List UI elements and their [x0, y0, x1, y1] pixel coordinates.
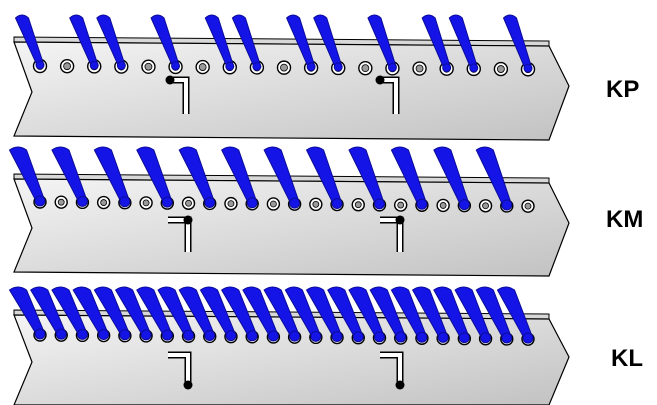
hole-core — [312, 200, 320, 208]
plate-kl — [13, 314, 570, 405]
pin-tip — [116, 61, 126, 71]
bracket-dot — [183, 215, 193, 225]
pin-tip — [204, 196, 216, 208]
hole-core — [269, 200, 277, 208]
pins-km — [8, 146, 513, 211]
pin-tip — [437, 331, 449, 343]
pin-tip — [55, 328, 67, 340]
pin-tip — [373, 331, 385, 343]
bracket — [380, 78, 398, 114]
pin-tip — [352, 331, 364, 343]
pin-tip — [119, 196, 131, 208]
pins-kl — [8, 286, 534, 344]
pin-tip — [267, 330, 279, 342]
pin-tip — [35, 60, 45, 70]
pin-tip — [331, 198, 343, 210]
pin-tip — [76, 195, 88, 207]
hole-core — [198, 63, 207, 71]
bracket-dot — [183, 380, 193, 390]
row-km — [8, 146, 570, 277]
pin-tip — [333, 62, 343, 72]
pin-tip — [119, 329, 131, 341]
pin-tip — [469, 63, 479, 73]
pin-tip — [34, 328, 46, 340]
hole-core — [63, 62, 72, 71]
hole-core — [100, 199, 108, 206]
pin-tip — [395, 331, 407, 343]
brackets-kp — [165, 75, 400, 114]
pin-tip — [387, 62, 397, 72]
hole-core — [496, 65, 505, 73]
row-kp — [13, 14, 570, 141]
pin-tip — [458, 332, 470, 344]
pin-tip — [98, 329, 110, 341]
pin-tip — [140, 329, 152, 341]
hole-core — [185, 199, 192, 207]
bracket-dot — [165, 75, 175, 85]
row-label-kp: KP — [606, 76, 640, 103]
pin-tip — [310, 330, 322, 342]
pin-tip — [501, 199, 513, 211]
row-label-km: KM — [606, 206, 644, 233]
hole-core — [227, 200, 235, 208]
pin-tip — [416, 198, 428, 210]
pin-tip — [522, 332, 534, 344]
bracket-dot — [395, 380, 405, 390]
bracket-dot — [375, 75, 385, 85]
pin-tip — [442, 63, 452, 73]
hole-core — [361, 64, 370, 73]
pin-tip — [331, 331, 343, 343]
pin-tip — [501, 332, 513, 344]
hole-core — [524, 202, 532, 210]
brackets-kl — [168, 351, 405, 390]
pin-tip — [89, 60, 99, 70]
pin-tip — [246, 330, 258, 342]
hole-core — [280, 63, 288, 72]
pin-tip — [183, 329, 195, 341]
pin-tip — [306, 62, 316, 72]
hole-core — [144, 62, 153, 71]
plate-kp — [13, 41, 570, 141]
row-label-kl: KL — [611, 345, 643, 372]
bracket — [380, 353, 402, 385]
hole-core — [415, 64, 424, 73]
hole-core — [354, 201, 362, 209]
hole-core — [57, 198, 65, 206]
pin-tip — [225, 330, 237, 342]
pin-tip — [161, 196, 173, 208]
hole-core — [142, 199, 150, 207]
pin-tip — [458, 199, 470, 211]
pin-tip — [289, 330, 301, 342]
brackets-km — [168, 215, 405, 252]
pin-tip — [373, 198, 385, 210]
pin-tip — [523, 63, 533, 73]
hole-core — [397, 201, 405, 209]
row-kl — [8, 286, 570, 405]
pin-tip — [480, 332, 492, 344]
pin-tip — [416, 331, 428, 343]
pin-tip — [161, 329, 173, 341]
pin-tip — [252, 61, 262, 71]
bracket-dot — [395, 215, 405, 225]
bracket — [168, 353, 190, 385]
pin-tip — [246, 197, 258, 209]
pin-tip — [225, 61, 235, 71]
hole-core — [439, 202, 447, 209]
pin-tip — [204, 329, 216, 341]
pin-tip — [171, 61, 181, 71]
pin-tip — [76, 328, 88, 340]
pins-kp — [14, 14, 533, 73]
bracket — [170, 78, 188, 114]
pin-tip — [289, 197, 301, 209]
pin-tip — [34, 195, 46, 207]
hole-core — [482, 202, 489, 210]
